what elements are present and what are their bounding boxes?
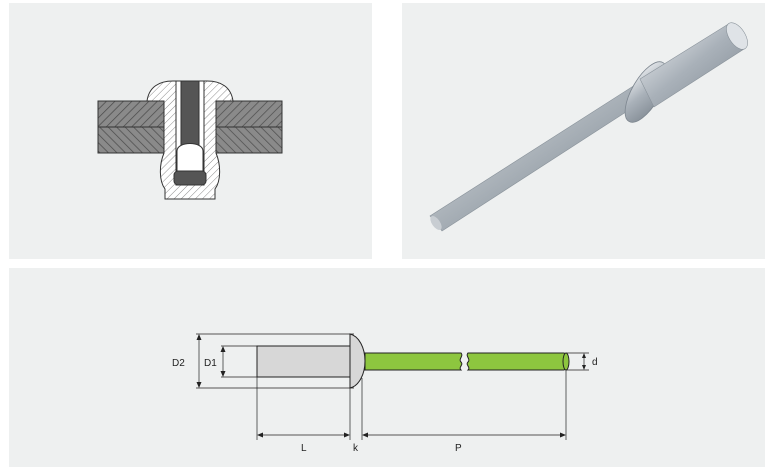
- blind-rivet-photo-icon: [429, 22, 748, 232]
- dimension-drawing-panel: D2 D1 L k P d: [9, 268, 765, 467]
- product-photo-panel: [402, 3, 765, 259]
- mandrel-end: [562, 352, 570, 371]
- photo-mandrel: [429, 84, 647, 232]
- label-k: k: [353, 443, 359, 454]
- mandrel-head: [176, 143, 204, 172]
- mandrel-core: [180, 80, 200, 150]
- upper-plate-right: [215, 100, 283, 128]
- upper-plate-left: [97, 100, 165, 128]
- label-d2: D2: [172, 358, 185, 369]
- rivet-head: [349, 333, 366, 389]
- mandrel-segment-right: [466, 352, 569, 371]
- label-small-d: d: [592, 357, 598, 368]
- lower-plate-left: [97, 126, 165, 154]
- rivet-body: [256, 345, 351, 378]
- blind-rivet-cross-section-icon: [97, 80, 283, 200]
- mandrel-segment-left: [364, 352, 463, 371]
- mandrel-head-shadow: [173, 170, 207, 186]
- label-d1: D1: [204, 358, 217, 369]
- label-l: L: [301, 443, 307, 454]
- cross-section-panel: [9, 3, 372, 259]
- label-p: P: [455, 443, 462, 454]
- rivet-dimension-drawing: D2 D1 L k P d: [172, 333, 598, 454]
- photo-mandrel-tip: [430, 216, 442, 230]
- photo-rivet-body-end: [726, 22, 748, 50]
- lower-plate-right: [215, 126, 283, 154]
